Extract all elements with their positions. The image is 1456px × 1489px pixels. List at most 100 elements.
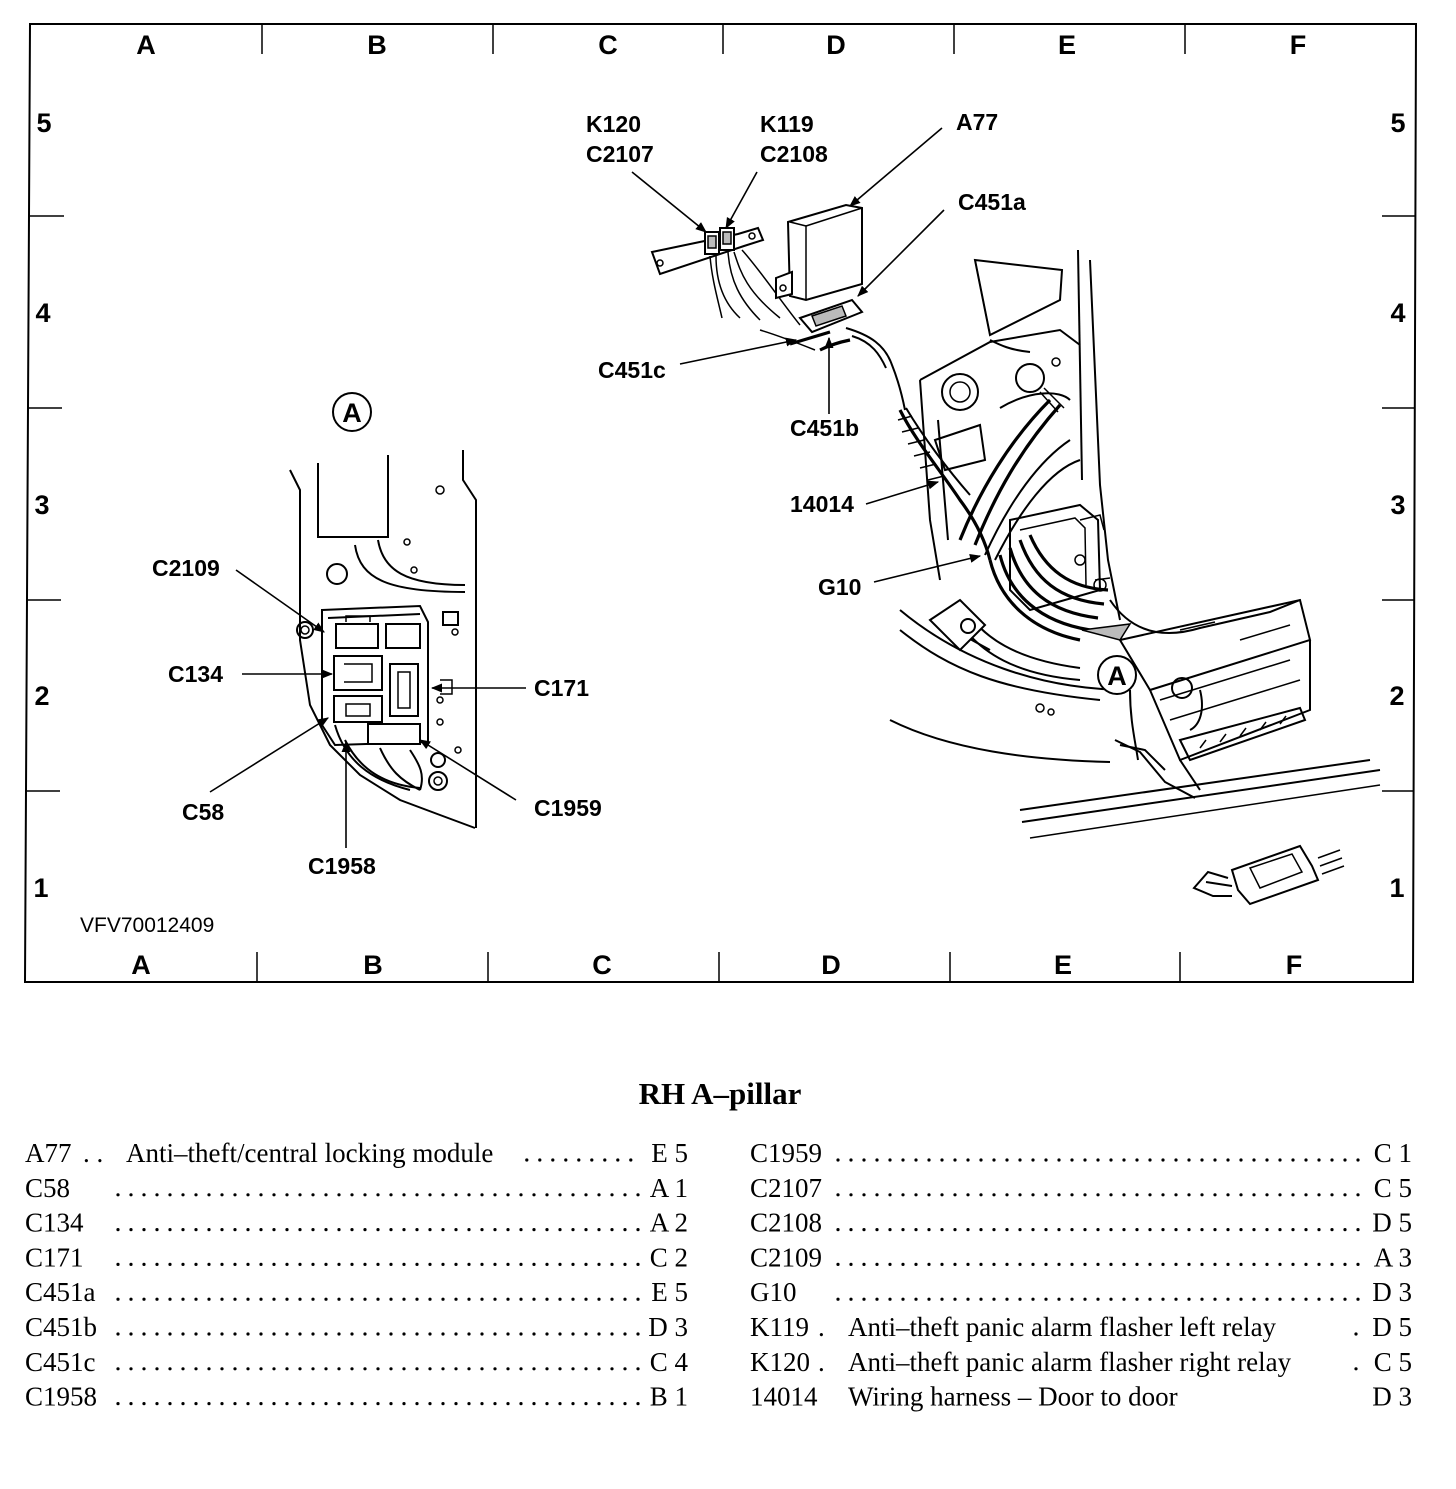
legend-row: C58 A 1 [25, 1173, 688, 1203]
row-label-right-3: 3 [1390, 490, 1405, 520]
legend-description: Anti–theft panic alarm flasher right rel… [848, 1347, 1292, 1377]
legend-separator: . [818, 1347, 825, 1377]
callout-c171: C171 [534, 675, 589, 701]
view-marker-vehicle: A [1097, 655, 1137, 695]
legend-dot-leader [116, 1332, 640, 1336]
col-label-bottom-f: F [1286, 950, 1303, 980]
callout-g10: G10 [818, 574, 861, 600]
callout-k119: K119 [760, 111, 814, 137]
legend-dot-leader [836, 1228, 1360, 1232]
callout-c451b: C451b [790, 415, 859, 441]
callout-c451a: C451a [958, 189, 1026, 215]
legend-location: B 1 [650, 1382, 688, 1412]
view-marker-inset-label: A [342, 398, 362, 428]
callout-c58: C58 [182, 799, 224, 825]
legend-dot-leader [836, 1297, 1360, 1301]
col-label-top-a: A [136, 30, 156, 60]
legend-dot-leader [836, 1193, 1360, 1197]
legend-location: C 5 [1374, 1347, 1412, 1377]
callout-c451c: C451c [598, 357, 666, 383]
view-marker-inset: A [332, 392, 372, 432]
module-a77-drawing [759, 203, 906, 411]
view-a-inset-drawing [289, 450, 477, 829]
callout-c1958: C1958 [308, 853, 376, 879]
legend-description: Anti–theft/central locking module [126, 1138, 493, 1168]
legend-code: 14014 [750, 1382, 818, 1412]
callout-c1959: C1959 [534, 795, 602, 821]
legend-dot-leader [116, 1228, 640, 1232]
legend-location: A 1 [650, 1173, 688, 1203]
row-label-left-2: 2 [34, 681, 49, 711]
legend-dot-leader [525, 1158, 633, 1162]
legend-location: E 5 [651, 1277, 688, 1307]
col-label-bottom-a: A [131, 950, 151, 980]
legend-location: D 3 [1372, 1277, 1412, 1307]
legend-code: G10 [750, 1277, 797, 1307]
legend-code: A77 [25, 1138, 72, 1168]
legend-location: C 1 [1374, 1138, 1412, 1168]
legend-code: K119 [750, 1312, 809, 1342]
callout-14014: 14014 [790, 491, 854, 517]
col-label-top-b: B [367, 30, 387, 60]
row-label-left-1: 1 [33, 873, 48, 903]
figure-id: VFV70012409 [80, 914, 214, 937]
bottom-column-dividers [256, 952, 1181, 982]
row-label-right-2: 2 [1389, 681, 1404, 711]
diagram-frame [23, 23, 1418, 983]
row-label-right-4: 4 [1390, 298, 1405, 328]
legend-code: K120 [750, 1347, 810, 1377]
legend-location: A 3 [1374, 1242, 1412, 1272]
col-label-top-e: E [1058, 30, 1076, 60]
legend-location: C 2 [650, 1242, 688, 1272]
legend-location: C 5 [1374, 1173, 1412, 1203]
legend-row: C171 C 2 [25, 1242, 688, 1272]
legend-separator: . . [83, 1138, 103, 1168]
col-label-bottom-e: E [1054, 950, 1072, 980]
legend-separator: . [818, 1312, 825, 1342]
legend-left-column: A77 . . Anti–theft/central locking modul… [25, 1138, 688, 1412]
legend-code: C171 [25, 1242, 84, 1272]
row-label-left-3: 3 [34, 490, 49, 520]
legend-code: C1959 [750, 1138, 822, 1168]
row-label-right-1: 1 [1389, 873, 1404, 903]
legend-dot-leader [116, 1367, 640, 1371]
legend-code: C451a [25, 1277, 96, 1307]
legend-location: D 3 [1372, 1382, 1412, 1412]
legend-code: C451c [25, 1347, 96, 1377]
legend-dot-leader [836, 1158, 1360, 1162]
legend-code: C58 [25, 1173, 70, 1203]
callout-k120: K120 [586, 111, 641, 137]
legend-location: E 5 [651, 1138, 688, 1168]
legend-location: D 5 [1372, 1312, 1412, 1342]
legend-dot-leader [1354, 1332, 1358, 1336]
forward-direction-icon [1192, 844, 1345, 906]
legend-location: A 2 [650, 1208, 688, 1238]
col-label-top-d: D [826, 30, 846, 60]
legend-row: K119 . Anti–theft panic alarm flasher le… [750, 1312, 1412, 1342]
view-marker-vehicle-label: A [1107, 661, 1127, 691]
col-label-bottom-b: B [363, 950, 383, 980]
callout-c2108: C2108 [760, 141, 828, 167]
callout-c2109: C2109 [152, 555, 220, 581]
row-label-left-5: 5 [36, 108, 51, 138]
row-ticks [27, 215, 1415, 792]
legend-code: C2108 [750, 1208, 822, 1238]
legend-row: C2108 D 5 [750, 1208, 1412, 1238]
legend-dot-leader [116, 1193, 640, 1197]
legend-code: C451b [25, 1312, 97, 1342]
col-label-top-c: C [598, 30, 618, 60]
legend-row: C451a E 5 [25, 1277, 688, 1307]
legend-row: A77 . . Anti–theft/central locking modul… [25, 1138, 688, 1168]
col-label-top-f: F [1290, 30, 1307, 60]
legend-location: D 5 [1372, 1208, 1412, 1238]
legend-row: C1959 C 1 [750, 1138, 1412, 1168]
legend-dot-leader [116, 1262, 640, 1266]
legend-row: G10 D 3 [750, 1277, 1412, 1307]
